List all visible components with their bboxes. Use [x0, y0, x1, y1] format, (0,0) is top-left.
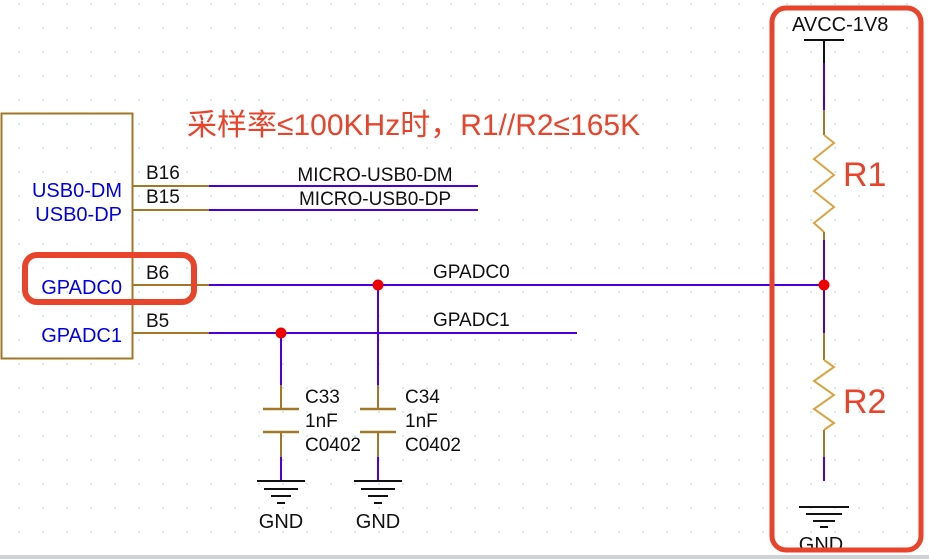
junction-dot-divider — [818, 279, 830, 291]
ic-component[interactable]: USB0-DM USB0-DP GPADC0 GPADC1 B16 B15 B6… — [0, 112, 210, 360]
capacitor-c33[interactable]: C33 1nF C0402 — [263, 385, 361, 457]
c33-footprint: C0402 — [305, 435, 361, 456]
resistor-r1[interactable]: R1 — [812, 110, 886, 240]
c33-refdes: C33 — [305, 387, 340, 408]
gnd-symbol-c33[interactable] — [257, 480, 305, 504]
r1-refdes: R1 — [843, 156, 886, 194]
r2-zigzag — [812, 359, 836, 431]
r1-zigzag — [812, 134, 836, 233]
c34-refdes: C34 — [405, 387, 440, 408]
resistor-r2[interactable]: R2 — [812, 333, 886, 457]
gnd-label-divider: GND — [799, 534, 843, 556]
gnd-symbol-divider[interactable] — [799, 506, 849, 528]
highlight-box-divider — [769, 5, 924, 553]
pin-name-usb0-dp: USB0-DP — [35, 204, 122, 226]
c33-value: 1nF — [305, 411, 338, 432]
c34-value: 1nF — [405, 411, 438, 432]
pin-number-b16: B16 — [146, 163, 180, 184]
net-label-micro-usb0-dm[interactable]: MICRO-USB0-DM — [297, 165, 452, 186]
c34-footprint: C0402 — [405, 435, 461, 456]
gnd-label-c34: GND — [356, 511, 400, 533]
r2-refdes: R2 — [843, 383, 886, 421]
ic-body-outline[interactable] — [0, 112, 134, 360]
gnd-label-c33: GND — [259, 511, 303, 533]
net-label-gpadc0[interactable]: GPADC0 — [433, 262, 510, 283]
pin-name-usb0-dm: USB0-DM — [32, 180, 122, 202]
junction-dot-gpadc1-c33 — [275, 327, 287, 339]
capacitor-c34[interactable]: C34 1nF C0402 — [360, 385, 461, 457]
net-label-micro-usb0-dp[interactable]: MICRO-USB0-DP — [299, 189, 451, 210]
pin-number-b6: B6 — [146, 263, 169, 284]
power-port-avcc-1v8[interactable]: AVCC-1V8 — [792, 14, 888, 63]
net-label-gpadc1[interactable]: GPADC1 — [433, 310, 510, 331]
annotation-note: 采样率≤100KHz时，R1//R2≤165K — [187, 109, 640, 142]
pin-name-gpadc1: GPADC1 — [41, 325, 122, 347]
highlight-box-gpadc0 — [22, 252, 197, 305]
pin-number-b15: B15 — [146, 187, 180, 208]
gnd-symbol-c34[interactable] — [354, 480, 402, 504]
pin-number-b5: B5 — [146, 311, 169, 332]
pin-name-gpadc0: GPADC0 — [41, 277, 122, 299]
junction-dot-gpadc0-c34 — [372, 279, 384, 291]
bottom-edge-strip — [0, 555, 929, 559]
power-rail-label: AVCC-1V8 — [792, 14, 888, 36]
